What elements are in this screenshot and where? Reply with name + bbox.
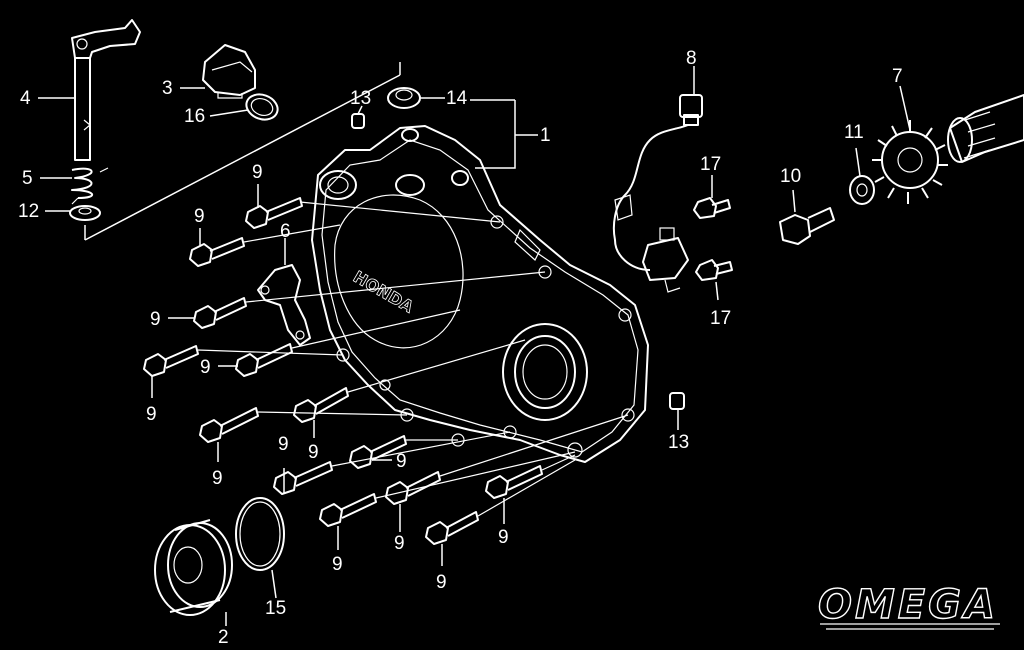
svg-text:OMEGA: OMEGA [818, 582, 998, 628]
bolt-9-g [293, 387, 349, 423]
callout-labels: 1 2 3 4 5 6 7 8 10 11 12 13 13 14 15 16 … [18, 48, 903, 648]
bolt-10 [779, 207, 835, 245]
bolt-9-e [235, 343, 293, 377]
callout-3: 3 [162, 78, 173, 99]
bolt-9-c [193, 297, 247, 329]
callout-9-b: 9 [194, 206, 205, 227]
callout-9-i: 9 [278, 434, 289, 455]
washer-12 [69, 205, 101, 221]
callout-5: 5 [22, 168, 33, 189]
leader-lines [38, 66, 911, 626]
bolt-9-j [319, 493, 377, 527]
brand-emblem: HONDA [350, 267, 418, 318]
callout-9-h: 9 [396, 451, 407, 472]
callout-2: 2 [218, 627, 229, 648]
svg-text:HONDA: HONDA [350, 267, 417, 317]
return-spring [71, 167, 109, 205]
screw-17-lower [695, 259, 733, 281]
callout-4: 4 [20, 88, 31, 109]
callout-9-l: 9 [436, 572, 447, 593]
bolt-9-k [385, 471, 441, 505]
o-ring-16 [245, 93, 279, 121]
callout-8: 8 [686, 48, 697, 69]
bolt-9-f [199, 407, 259, 443]
o-ring-15 [235, 497, 285, 571]
callout-1: 1 [540, 125, 551, 146]
bolt-9-d [143, 345, 199, 377]
callout-6: 6 [280, 221, 291, 242]
output-shaft [947, 94, 1024, 163]
oil-filler-cap [202, 44, 256, 99]
callout-9-f: 9 [212, 468, 223, 489]
callout-9-e: 9 [200, 357, 211, 378]
washer-11 [849, 175, 875, 205]
screw-17-upper [693, 197, 731, 219]
timing-hole-cap [154, 519, 233, 616]
dowel-pin-lower [669, 392, 685, 410]
callout-17-upper: 17 [700, 154, 721, 175]
callout-9-g: 9 [308, 442, 319, 463]
shift-arm [71, 19, 141, 161]
callout-10: 10 [780, 166, 801, 187]
callout-9-j: 9 [332, 554, 343, 575]
callout-7: 7 [892, 66, 903, 87]
bolt-9-l [425, 511, 479, 545]
bolt-9-b [189, 237, 245, 267]
callout-14: 14 [446, 88, 468, 109]
callout-9-m: 9 [498, 527, 509, 548]
callout-11: 11 [844, 122, 864, 143]
pulser-rotor [872, 120, 948, 204]
callout-9-k: 9 [394, 533, 405, 554]
bolt-9-m [485, 465, 543, 499]
callout-16: 16 [184, 106, 205, 127]
speed-sensor [612, 94, 703, 293]
omega-watermark: OMEGA [817, 581, 1000, 630]
assembly-bracket [84, 62, 538, 241]
callout-9-c: 9 [150, 309, 161, 330]
bolt-9-i [273, 461, 333, 495]
bolts-9 [143, 197, 629, 545]
oil-seal-14 [387, 87, 421, 109]
callout-9-d: 9 [146, 404, 157, 425]
bracket-6 [257, 264, 311, 346]
dowel-pin-upper [351, 113, 365, 129]
callout-13-lower: 13 [668, 432, 689, 453]
bolt-9-h [349, 435, 407, 469]
clutch-cover: HONDA [311, 125, 649, 463]
callout-9-a: 9 [252, 162, 263, 183]
callout-15: 15 [265, 598, 286, 619]
callout-13-upper: 13 [350, 88, 371, 109]
bolt-9-a [245, 197, 303, 229]
callout-12: 12 [18, 201, 39, 222]
callout-17-lower: 17 [710, 308, 731, 329]
